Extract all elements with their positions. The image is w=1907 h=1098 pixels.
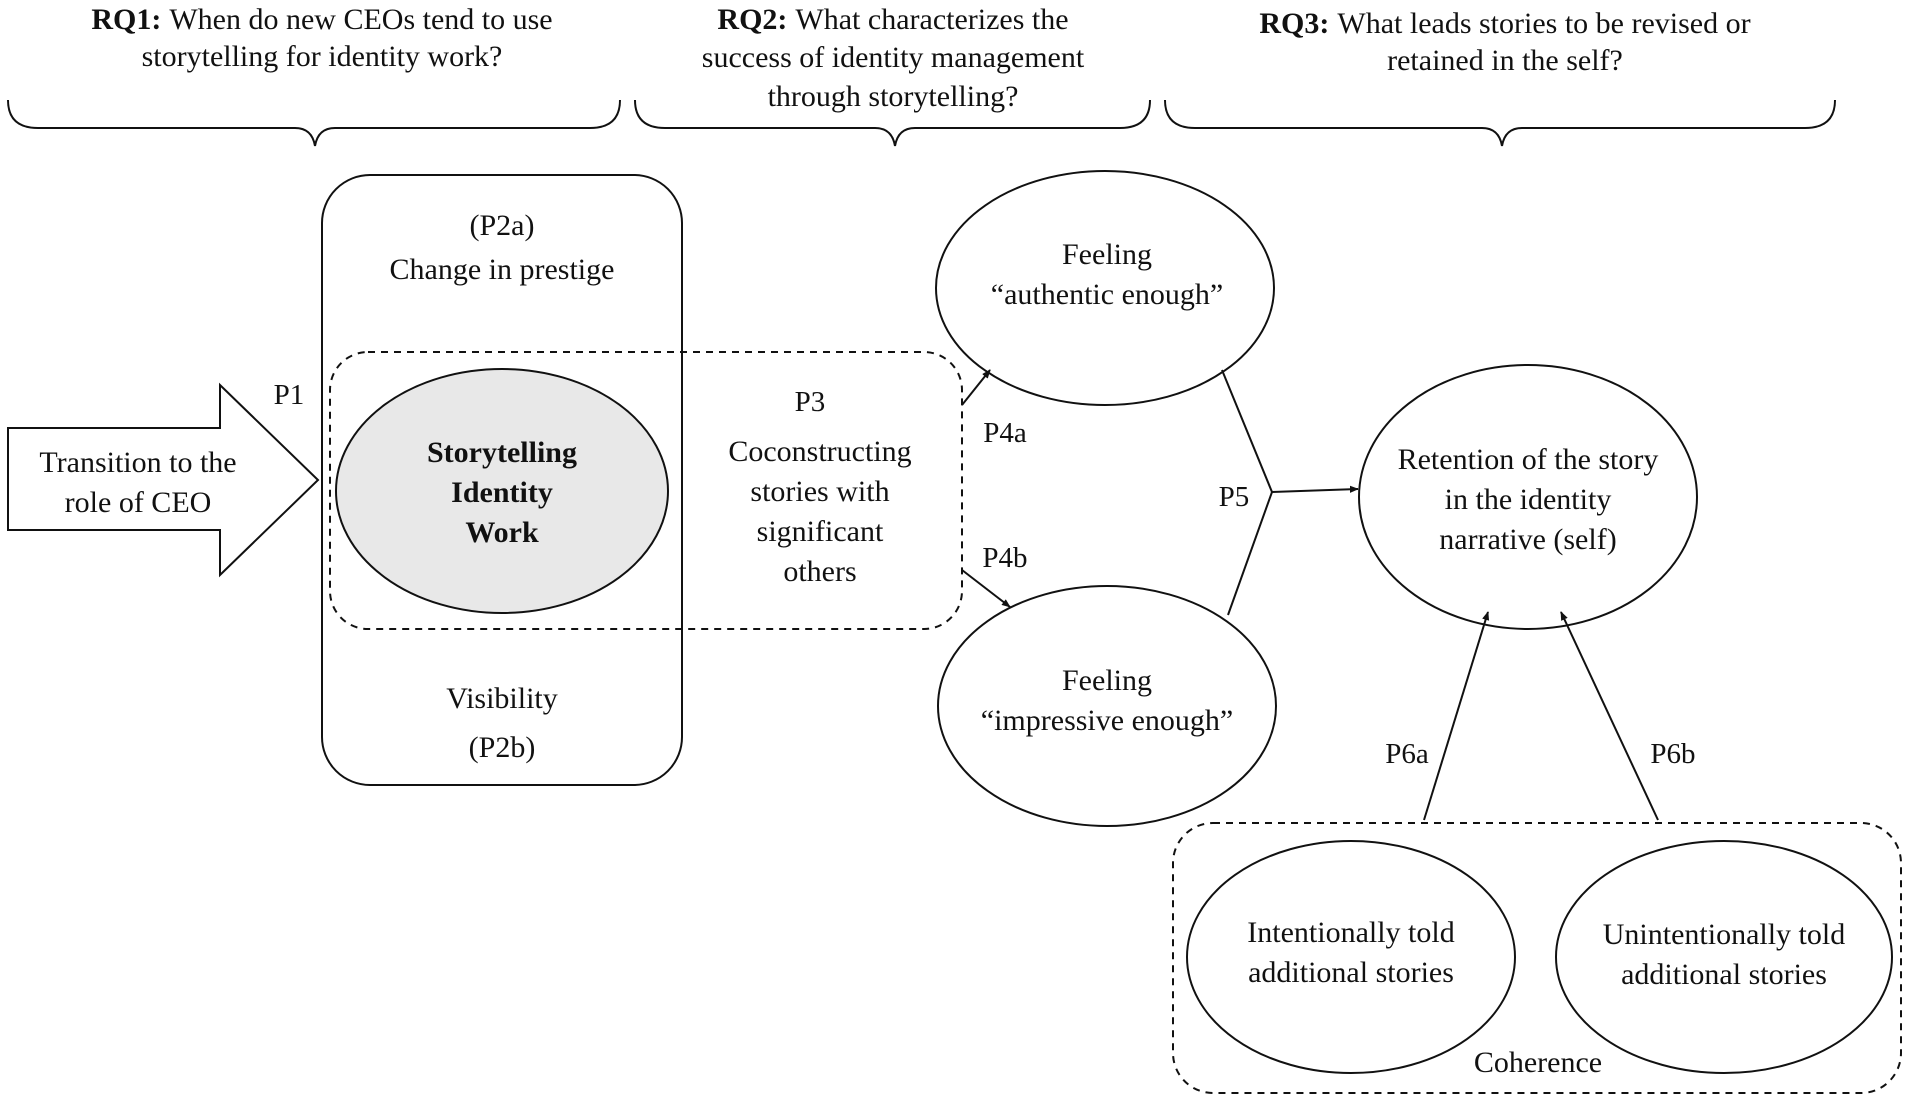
transition-node: Transition to the role of CEO [7,382,320,578]
rq2-header: RQ2:What characterizes the success of id… [634,3,1151,147]
rq2-id: RQ2: [717,3,787,36]
transition-label-2: role of CEO [65,486,212,519]
change-in-prestige-label: Change in prestige [390,253,615,286]
rq2-line-3: through storytelling? [768,80,1019,113]
retention-node: Retention of the story in the identity n… [1358,364,1698,630]
coherence-label: Coherence [1474,1046,1602,1079]
visibility-label: Visibility [446,682,558,715]
rq3-line-1: RQ3:What leads stories to be revised or [1259,7,1750,40]
rq1-header: RQ1:When do new CEOs tend to use storyte… [7,3,621,147]
retention-label-2: in the identity [1445,483,1612,516]
rq2-text-1: What characterizes the [795,3,1068,36]
rq3-brace [1164,99,1836,147]
retention-label-1: Retention of the story [1398,443,1659,476]
coconstructing-label-2: stories with [750,475,889,508]
rq3-line-2: retained in the self? [1387,44,1623,77]
impressive-node: Feeling “impressive enough” [937,585,1277,827]
p1-label: P1 [274,379,305,411]
storytelling-label-1: Storytelling [427,436,577,469]
unintentional-label-1: Unintentionally told [1603,918,1845,951]
coconstructing-label-4: others [783,555,856,588]
intentional-label-2: additional stories [1248,956,1454,989]
unintentional-ellipse [1555,840,1893,1074]
impressive-label-1: Feeling [1062,664,1152,697]
impressive-ellipse [937,585,1277,827]
p4a-label: P4a [983,417,1027,449]
p5-label: P5 [1219,481,1250,513]
intentional-label-1: Intentionally told [1247,916,1454,949]
authentic-label-2: “authentic enough” [991,278,1223,311]
p3-label: P3 [795,386,826,418]
coconstructing-dashed-frame [329,351,963,630]
rq3-id: RQ3: [1259,7,1329,40]
unintentional-label-2: additional stories [1621,958,1827,991]
impressive-label-2: “impressive enough” [981,704,1233,737]
p5-line-from-authentic [1221,369,1273,493]
rq1-line-1: RQ1:When do new CEOs tend to use [91,3,552,36]
coherence-region: Intentionally told additional stories Un… [1172,822,1902,1094]
prestige-visibility-box: (P2a) Change in prestige Visibility (P2b… [321,174,683,786]
p4b-label: P4b [982,542,1027,574]
p2b-code: (P2b) [469,731,536,764]
transition-label-1: Transition to the [39,446,236,479]
intentional-ellipse [1186,840,1516,1074]
coherence-dashed-frame [1172,822,1902,1094]
storytelling-ellipse [335,368,669,614]
rq2-line-2: success of identity management [702,41,1085,74]
rq2-line-1: RQ2:What characterizes the [717,3,1068,36]
p6a-arrow [1423,611,1490,821]
storytelling-node: Storytelling Identity Work [335,368,669,614]
storytelling-label-3: Work [465,516,539,549]
storytelling-label-2: Identity [451,476,553,509]
p2a-code: (P2a) [470,209,535,242]
rq3-text-1: What leads stories to be revised or [1337,7,1750,40]
authentic-node: Feeling “authentic enough” [935,170,1275,406]
p4a-arrow [961,369,991,406]
coconstructing-label-3: significant [757,515,884,548]
authentic-label-1: Feeling [1062,238,1152,271]
p6a-label: P6a [1385,738,1429,770]
rq1-line-2: storytelling for identity work? [142,40,503,73]
authentic-ellipse [935,170,1275,406]
transition-arrow-shape [7,382,320,578]
retention-label-3: narrative (self) [1439,523,1616,556]
p4b-arrow [961,569,1011,608]
retention-ellipse [1358,364,1698,630]
rq2-brace [634,99,1151,147]
rq1-id: RQ1: [91,3,161,36]
p5-arrow [1271,485,1359,493]
p6b-label: P6b [1650,738,1695,770]
rq1-text-1: When do new CEOs tend to use [169,3,552,36]
coconstructing-label-1: Coconstructing [728,435,911,468]
prestige-box-frame [321,174,683,786]
rq3-header: RQ3:What leads stories to be revised or … [1164,7,1836,147]
rq1-brace [7,99,621,147]
p5-line-from-impressive [1227,491,1273,616]
p6b-arrow [1560,611,1659,821]
coconstructing-region: P3 Coconstructing stories with significa… [329,351,963,630]
